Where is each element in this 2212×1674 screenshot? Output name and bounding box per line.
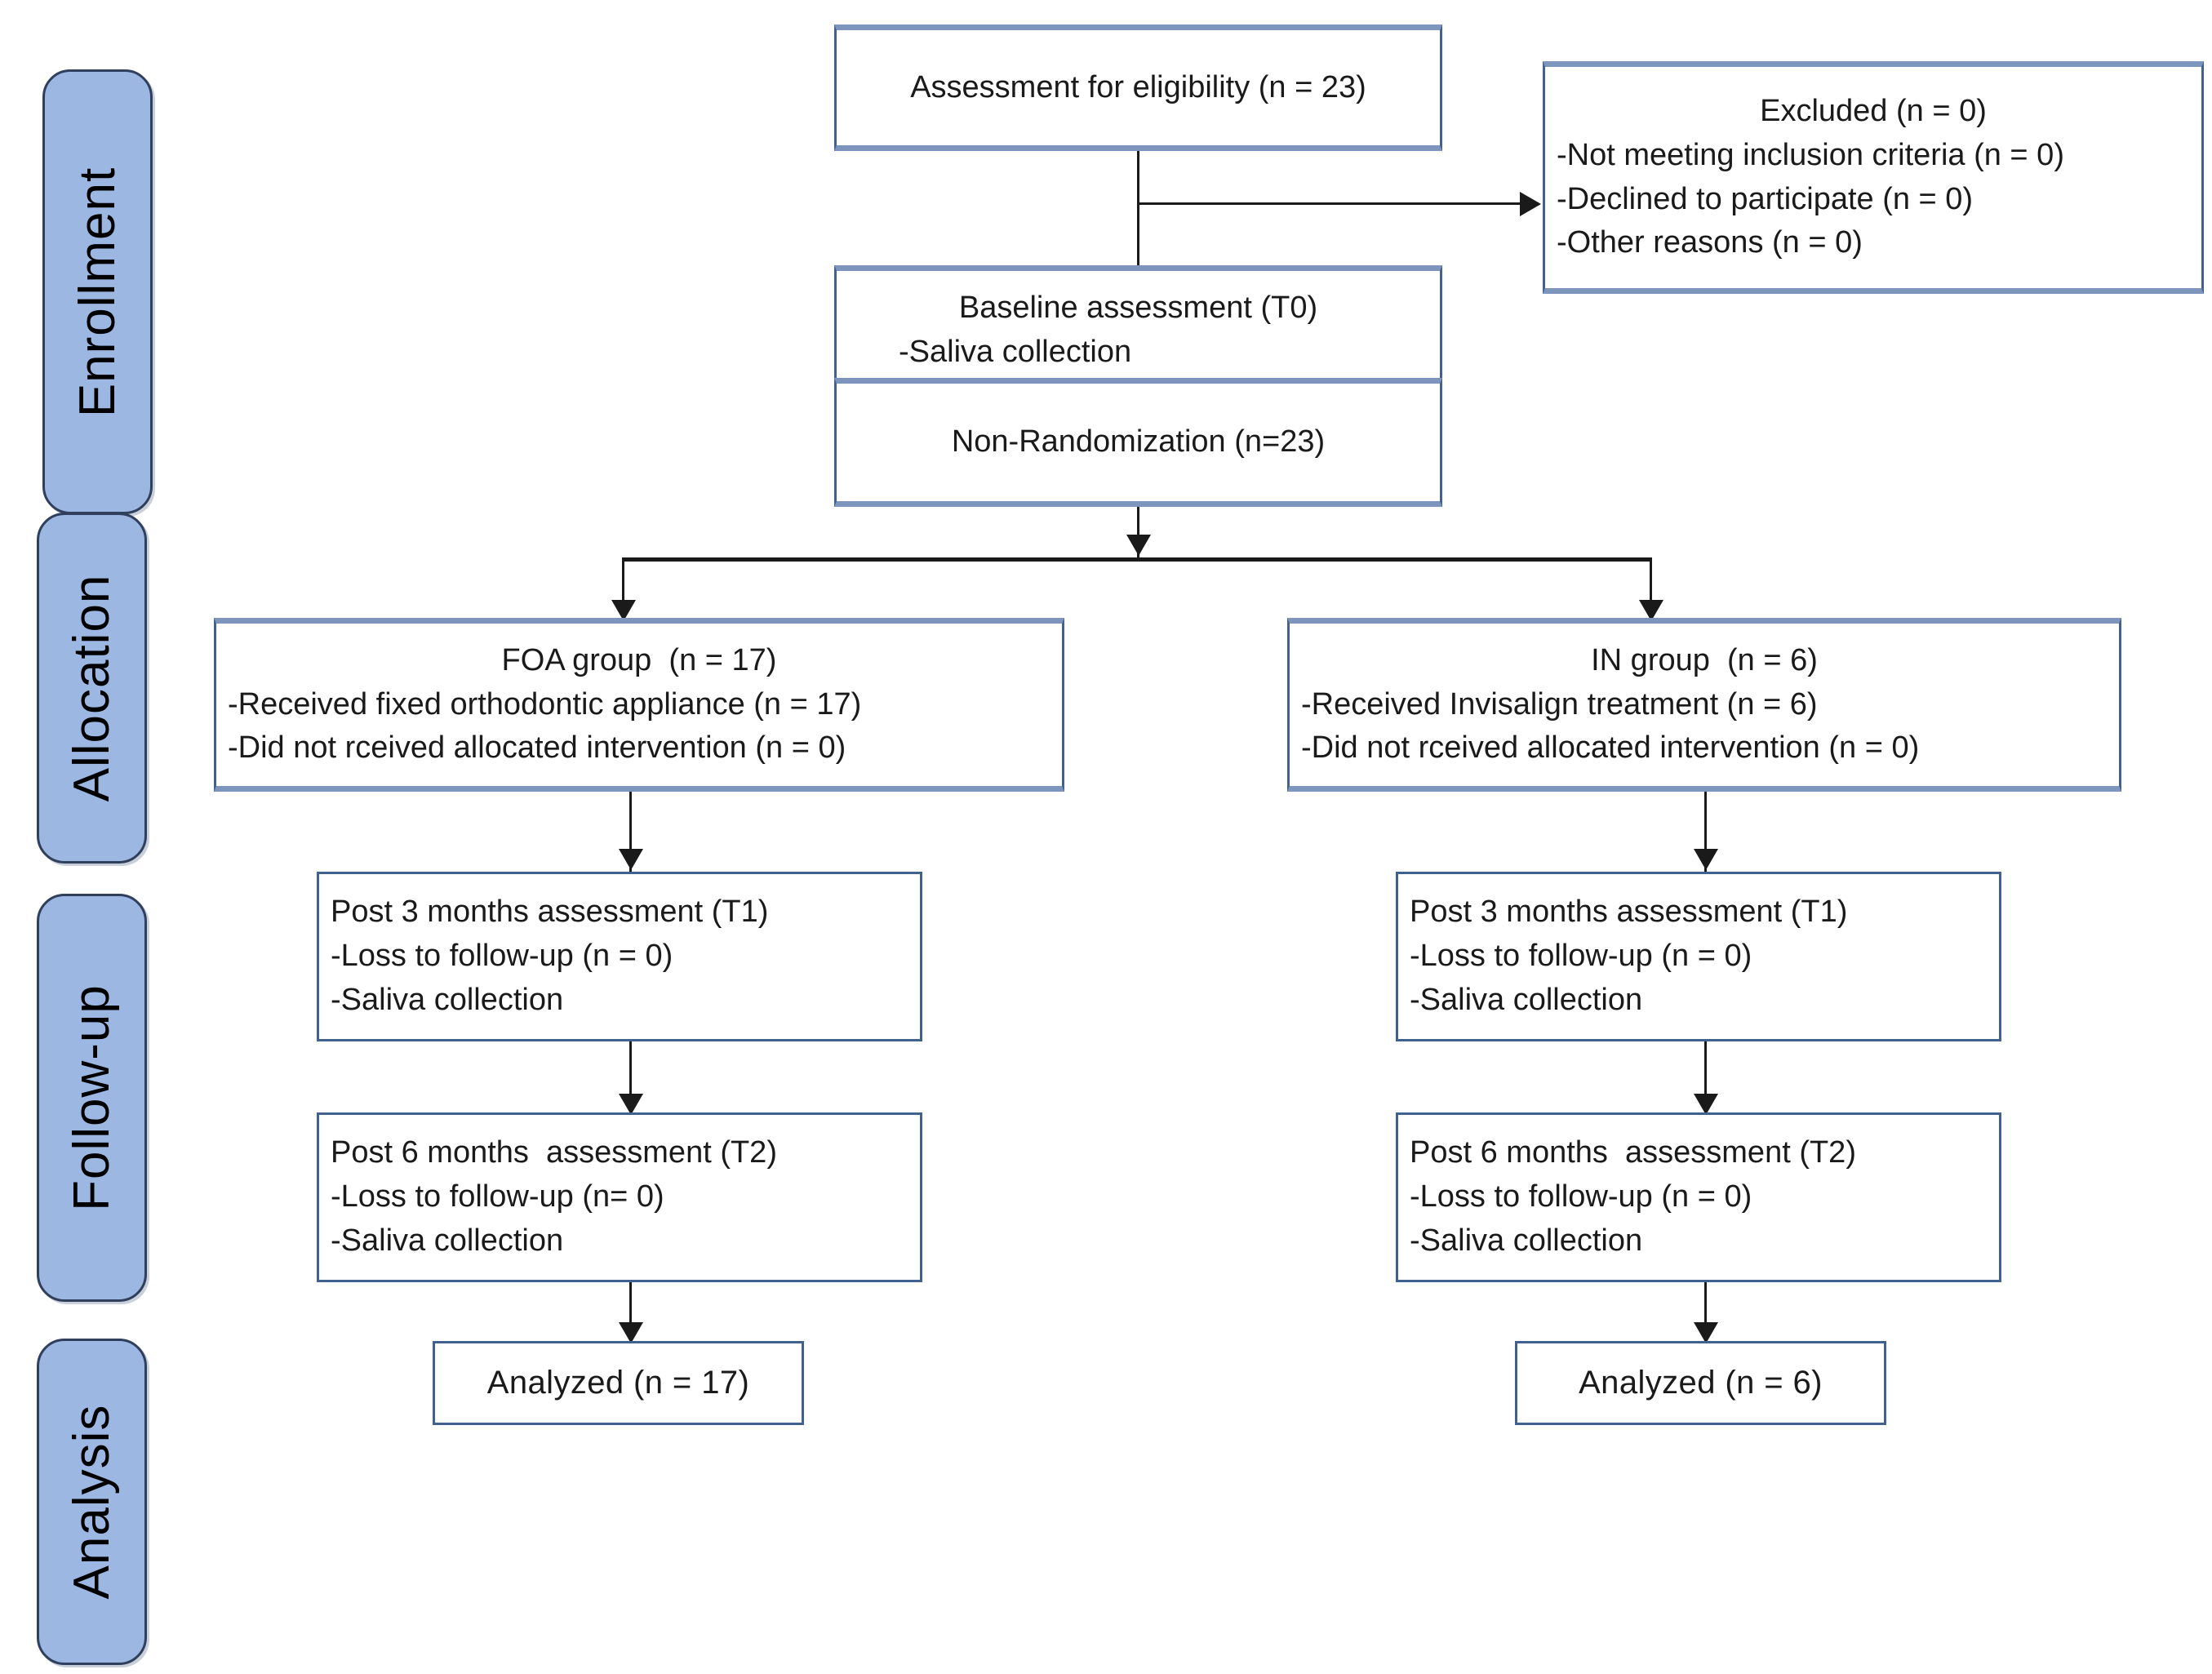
connector-in-group-to-t1 (1704, 792, 1707, 872)
box-line: -Saliva collection (1410, 982, 1643, 1017)
box-excluded: Excluded (n = 0) -Not meeting inclusion … (1543, 61, 2204, 294)
box-foa-group: FOA group (n = 17) -Received fixed ortho… (214, 618, 1064, 792)
box-line: -Saliva collection (899, 335, 1132, 369)
connector-eligibility-to-baseline (1137, 151, 1139, 204)
connector-split-left-drop (622, 557, 624, 623)
arrowhead-to-in-analyzed (1694, 1322, 1718, 1343)
box-line: -Saliva collection (1410, 1223, 1643, 1258)
arrowhead-to-foa-analyzed (619, 1322, 643, 1343)
arrowhead-to-foa-t1 (619, 849, 643, 870)
box-in-post6months: Post 6 months assessment (T2) -Loss to f… (1396, 1112, 2001, 1282)
box-in-group: IN group (n = 6) -Received Invisalign tr… (1287, 618, 2121, 792)
box-foa-analyzed: Analyzed (n = 17) (433, 1341, 804, 1425)
stage-label-allocation: Allocation (63, 574, 120, 802)
box-line: -Not meeting inclusion criteria (n = 0) (1557, 137, 2064, 172)
box-line: -Saliva collection (331, 1223, 564, 1258)
stage-label-analysis: Analysis (63, 1404, 120, 1600)
box-assessment-for-eligibility: Assessment for eligibility (n = 23) (834, 24, 1442, 151)
stage-badge-analysis: Analysis (37, 1339, 147, 1665)
box-line: -Saliva collection (331, 982, 564, 1017)
arrowhead-to-split-bar (1126, 535, 1151, 556)
box-foa-post6months: Post 6 months assessment (T2) -Loss to f… (317, 1112, 922, 1282)
box-line: Post 3 months assessment (T1) (331, 895, 769, 930)
connector-foa-group-to-t1 (629, 792, 632, 872)
stage-badge-enrollment: Enrollment (42, 69, 153, 514)
arrowhead-to-in-t1 (1694, 849, 1718, 870)
connector-eligibility-to-excluded (1137, 202, 1521, 205)
arrowhead-to-foa-group (611, 600, 636, 621)
arrowhead-to-excluded (1520, 192, 1541, 216)
box-in-post3months: Post 3 months assessment (T1) -Loss to f… (1396, 872, 2001, 1041)
box-non-randomization: Non-Randomization (n=23) (834, 378, 1442, 507)
box-line: Post 6 months assessment (T2) (331, 1135, 777, 1170)
arrowhead-to-in-t2 (1694, 1094, 1718, 1115)
box-line: Analyzed (n = 6) (1579, 1365, 1823, 1401)
connector-eligibility-to-baseline-lower (1137, 202, 1139, 268)
box-line: Analyzed (n = 17) (486, 1365, 750, 1401)
stage-label-followup: Follow-up (63, 984, 120, 1211)
box-line: Post 3 months assessment (T1) (1410, 895, 1848, 930)
box-line: -Loss to follow-up (n = 0) (1410, 939, 1752, 974)
connector-nonrandomization-down (1137, 507, 1139, 557)
connector-in-t2-to-analyzed (1704, 1282, 1707, 1357)
box-line: -Loss to follow-up (n= 0) (331, 1179, 664, 1214)
box-line: -Received fixed orthodontic appliance (n… (228, 686, 862, 722)
box-line: -Did not rceived allocated intervention … (228, 730, 846, 766)
box-in-analyzed: Analyzed (n = 6) (1515, 1341, 1886, 1425)
connector-foa-t1-to-t2 (629, 1041, 632, 1117)
box-line: FOA group (n = 17) (501, 642, 777, 677)
box-line: Assessment for eligibility (n = 23) (910, 69, 1366, 104)
box-line: IN group (n = 6) (1591, 642, 1818, 677)
box-line: Non-Randomization (n=23) (951, 424, 1326, 460)
stage-badge-allocation: Allocation (37, 513, 147, 864)
box-line: -Declined to participate (n = 0) (1557, 181, 1974, 216)
box-line: -Loss to follow-up (n = 0) (331, 939, 673, 974)
connector-allocation-split-bar (622, 557, 1652, 562)
box-line: -Did not rceived allocated intervention … (1301, 730, 1920, 766)
box-line: Baseline assessment (T0) (958, 291, 1318, 326)
box-baseline-assessment: Baseline assessment (T0) -Saliva collect… (834, 265, 1442, 396)
connector-foa-t2-to-analyzed (629, 1282, 632, 1357)
box-line: Excluded (n = 0) (1760, 93, 1987, 128)
stage-badge-followup: Follow-up (37, 894, 147, 1302)
box-line: -Received Invisalign treatment (n = 6) (1301, 686, 1818, 722)
box-line: Post 6 months assessment (T2) (1410, 1135, 1856, 1170)
arrowhead-to-foa-t2 (619, 1094, 643, 1115)
box-line: -Loss to follow-up (n = 0) (1410, 1179, 1752, 1214)
box-line: -Other reasons (n = 0) (1557, 225, 1863, 260)
connector-split-right-drop (1650, 557, 1652, 623)
stage-label-enrollment: Enrollment (69, 167, 126, 417)
box-foa-post3months: Post 3 months assessment (T1) -Loss to f… (317, 872, 922, 1041)
connector-in-t1-to-t2 (1704, 1041, 1707, 1117)
arrowhead-to-in-group (1639, 600, 1663, 621)
